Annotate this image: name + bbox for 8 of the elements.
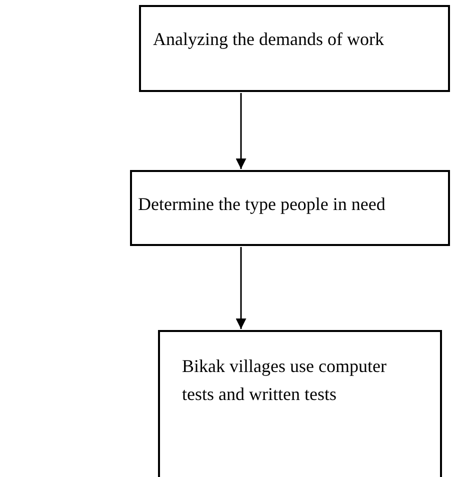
box-text: Bikak villages use computer tests and written tests — [182, 355, 388, 406]
process-box — [130, 170, 450, 246]
box-text: Analyzing the demands of work — [153, 28, 385, 51]
process-box — [158, 330, 442, 477]
process-box — [139, 5, 450, 92]
box-text: Determine the type people in need — [138, 193, 386, 216]
arrow — [236, 93, 246, 169]
arrow — [236, 247, 246, 329]
